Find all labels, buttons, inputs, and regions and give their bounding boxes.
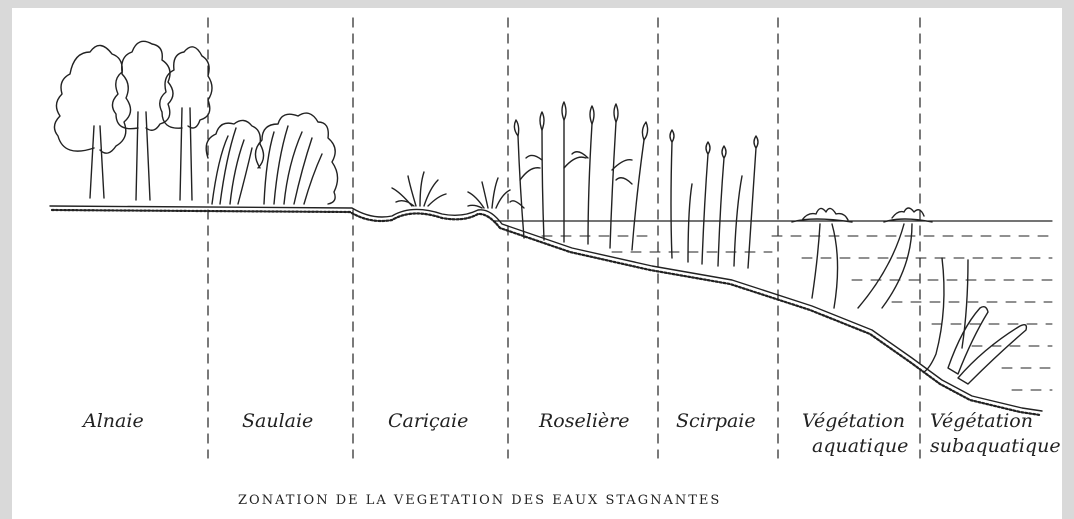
zone-label-scirpaie: Scirpaie xyxy=(676,410,756,432)
diagram-caption: ZONATION DE LA VEGETATION DES EAUX STAGN… xyxy=(238,493,721,508)
willow-shrubs xyxy=(205,112,339,205)
ground-hatching xyxy=(50,208,1042,417)
sedge-tufts xyxy=(391,171,511,209)
submerged-plants xyxy=(923,257,1028,385)
water xyxy=(493,220,1053,391)
ground-line xyxy=(49,205,1043,412)
reeds xyxy=(509,101,649,251)
zone-label-roseliere: Roselière xyxy=(538,410,629,432)
zone-dividers xyxy=(207,17,921,459)
rushes xyxy=(669,129,759,269)
zone-label-saulaie: Saulaie xyxy=(242,410,313,432)
zone-labels: Alnaie Saulaie Cariçaie Roselière Scirpa… xyxy=(81,410,1061,457)
zone-label-caricaie: Cariçaie xyxy=(388,410,468,432)
water-lilies xyxy=(791,207,933,309)
diagram-frame: Alnaie Saulaie Cariçaie Roselière Scirpa… xyxy=(12,8,1062,519)
zone-label-vegetation-subaquatique-line1: Végétation xyxy=(930,410,1033,432)
zone-label-alnaie: Alnaie xyxy=(81,410,144,432)
zone-label-vegetation-aquatique-line1: Végétation xyxy=(802,410,905,432)
zone-label-vegetation-subaquatique-line2: subaquatique xyxy=(930,435,1061,457)
ground-profile xyxy=(49,205,1043,417)
zone-label-vegetation-aquatique-line2: aquatique xyxy=(812,435,908,457)
vegetation-zonation-diagram: Alnaie Saulaie Cariçaie Roselière Scirpa… xyxy=(49,17,1061,508)
alder-trees xyxy=(53,40,213,201)
